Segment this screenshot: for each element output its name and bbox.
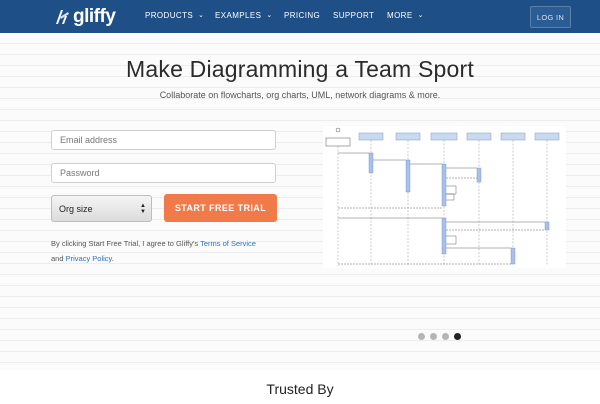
nav-item-label: PRICING: [284, 11, 321, 20]
activation-bar: [368, 152, 374, 174]
nav-item-more[interactable]: MORE ⌄: [387, 11, 424, 20]
activation-bar: [441, 217, 447, 255]
legal-text: By clicking Start Free Trial, I agree to…: [51, 236, 291, 266]
page-subtitle: Collaborate on flowcharts, org charts, U…: [159, 90, 441, 100]
lifeline-box: [430, 132, 458, 141]
legal-suffix: .: [111, 254, 114, 263]
self-call-arrow: [446, 193, 455, 201]
carousel-dot[interactable]: [430, 333, 437, 340]
lifeline-box: [358, 132, 384, 141]
nav-item-label: SUPPORT: [333, 11, 375, 20]
privacy-policy-link[interactable]: Privacy Policy: [65, 254, 112, 263]
gliffy-logo-icon: [56, 10, 69, 24]
actor-box: [325, 137, 351, 147]
carousel-dot-active[interactable]: [454, 333, 461, 340]
nav-item-support[interactable]: SUPPORT: [333, 11, 374, 20]
chevron-down-icon: ⌄: [198, 11, 205, 19]
legal-prefix: By clicking Start Free Trial, I agree to…: [51, 239, 201, 248]
start-free-trial-button[interactable]: START FREE TRIAL: [164, 194, 277, 222]
logo-text: gliffy: [73, 6, 116, 27]
nav-item-label: PRODUCTS: [145, 11, 194, 20]
activation-bar: [510, 247, 516, 265]
carousel-dots: [418, 333, 461, 340]
activation-bar: [476, 167, 482, 183]
terms-of-service-link[interactable]: Terms of Service: [200, 239, 256, 248]
nav-item-examples[interactable]: EXAMPLES ⌄: [215, 11, 273, 20]
self-call-arrow: [446, 235, 457, 245]
nav-item-pricing[interactable]: PRICING: [284, 11, 320, 20]
lifeline-box: [466, 132, 492, 141]
activation-bar: [544, 221, 550, 231]
chevron-down-icon: ⌄: [266, 11, 273, 19]
password-field[interactable]: [51, 163, 276, 183]
page-title: Make Diagramming a Team Sport: [126, 56, 474, 82]
carousel-dot[interactable]: [418, 333, 425, 340]
lifeline-box: [500, 132, 526, 141]
trusted-by-heading: Trusted By: [266, 381, 334, 397]
select-arrows-icon: ▲▼: [140, 203, 146, 215]
carousel-dot[interactable]: [442, 333, 449, 340]
org-size-value: Org size: [59, 203, 93, 214]
nav-item-products[interactable]: PRODUCTS ⌄: [145, 11, 204, 20]
activation-bar: [405, 159, 411, 193]
top-navbar: gliffy PRODUCTS ⌄ EXAMPLES ⌄ PRICING SUP…: [0, 0, 600, 33]
nav-item-label: MORE: [387, 11, 413, 20]
actor-head: [335, 127, 341, 133]
gliffy-logo[interactable]: gliffy: [54, 6, 116, 28]
login-button[interactable]: LOG IN: [530, 6, 571, 28]
sequence-diagram-preview: [323, 126, 566, 268]
email-field[interactable]: [51, 130, 276, 150]
lifeline-box: [534, 132, 560, 141]
lifeline-box: [395, 132, 421, 141]
chevron-down-icon: ⌄: [417, 11, 424, 19]
nav-item-label: EXAMPLES: [215, 11, 262, 20]
org-size-select[interactable]: Org size ▲▼: [51, 195, 152, 222]
activation-bar: [441, 163, 447, 207]
legal-and: and: [51, 254, 64, 263]
